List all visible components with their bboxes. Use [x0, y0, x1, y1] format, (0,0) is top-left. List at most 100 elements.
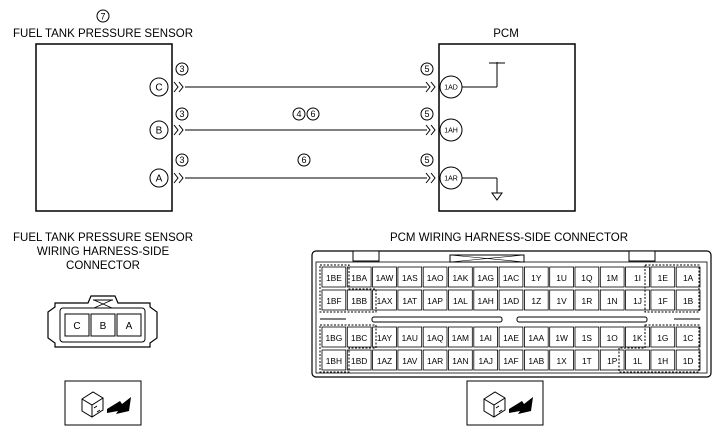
pcm-connector-cell — [599, 266, 625, 288]
pcm-connector-cell — [321, 266, 347, 288]
pcm-connector-cell-label: 1AJ — [478, 356, 492, 366]
pcm-connector-cell-label: 1AI — [479, 333, 492, 343]
pcm-connector-cell-label: 1AS — [402, 273, 418, 283]
pcm-connector-cell — [448, 326, 473, 348]
pcm-view-direction-icon — [466, 380, 544, 426]
pcm-connector-cell-label: 1AP — [427, 296, 443, 306]
pcm-connector-cell — [524, 349, 549, 371]
pcm-connector-cell — [397, 289, 423, 311]
pcm-connector-cell — [675, 349, 701, 371]
pcm-connector-cell — [321, 289, 347, 311]
pcm-connector-cell — [625, 326, 650, 348]
pcm-connector-cell — [473, 326, 498, 348]
pcm-connector-cell — [650, 349, 676, 371]
sensor-pin-c: C — [155, 83, 162, 94]
wire-ref-pcm-1ar: 5 — [424, 155, 429, 165]
pcm-connector-cell — [372, 289, 397, 311]
pcm-connector-cell — [574, 266, 600, 288]
pcm-connector-cell-label: 1BF — [326, 296, 341, 306]
pcm-connector-cell-label: 1L — [633, 356, 643, 366]
pcm-connector-cell — [422, 349, 448, 371]
wire-ref-sensor-a: 3 — [179, 155, 184, 165]
pcm-connector-cell-label: 1AD — [503, 296, 519, 306]
pcm-connector-cell — [498, 289, 524, 311]
pcm-connector-cell-label: 1N — [607, 296, 618, 306]
pcm-connector-cell — [524, 289, 549, 311]
sensor-title: FUEL TANK PRESSURE SENSOR — [13, 28, 193, 40]
pcm-connector-cell — [549, 349, 574, 371]
pcm-connector-cell — [473, 349, 498, 371]
pcm-connector-cell-label: 1V — [556, 296, 567, 306]
pcm-connector-cell-label: 1AK — [452, 273, 468, 283]
wire-label-4: 4 — [296, 109, 301, 119]
pcm-connector-cell — [599, 289, 625, 311]
pcm-connector-cell-label: 1AB — [528, 356, 544, 366]
pcm-connector-cell-label: 1W — [555, 333, 568, 343]
pcm-connector-cell-label: 1P — [607, 356, 618, 366]
pcm-connector-cell — [448, 349, 473, 371]
wire-c-1ad: C 3 1AD 5 — [149, 62, 505, 99]
sensor-box — [35, 43, 173, 212]
pcm-connector-cell — [675, 289, 701, 311]
sensor-connector-cell-c: C — [73, 321, 80, 332]
pcm-connector-cell — [422, 266, 448, 288]
pcm-connector-cell — [448, 289, 473, 311]
pcm-connector-cell-label: 1Y — [531, 273, 542, 283]
wire-a-1ar: A 3 6 1AR 5 — [149, 153, 503, 201]
wire-ref-sensor-c: 3 — [179, 64, 184, 74]
pcm-connector-cell — [372, 266, 397, 288]
pcm-connector-cell-label: 1BE — [326, 273, 342, 283]
sensor-connector: C B A — [47, 295, 158, 348]
pcm-connector-cell — [549, 289, 574, 311]
sensor-pin-b: B — [156, 126, 163, 137]
pcm-connector-cell — [422, 326, 448, 348]
pcm-connector-cell-label: 1I — [634, 273, 641, 283]
pcm-connector-cell-label: 1AQ — [427, 333, 444, 343]
pcm-connector-cell-label: 1G — [657, 333, 668, 343]
pcm-connector-cell-label: 1AE — [503, 333, 519, 343]
pcm-connector-cell-label: 1BD — [351, 356, 367, 366]
pcm-connector-cell — [321, 326, 347, 348]
pcm-connector-cell-label: 1C — [683, 333, 694, 343]
pcm-pin-1ah: 1AH — [444, 128, 458, 135]
pcm-connector-cell — [397, 266, 423, 288]
pcm-connector-cell-label: 1AF — [503, 356, 518, 366]
pcm-connector-cell — [346, 349, 372, 371]
sensor-connector-title-1: FUEL TANK PRESSURE SENSOR — [13, 232, 193, 244]
pcm-connector-cell-label: 1BA — [351, 273, 367, 283]
pcm-connector-cell-label: 1U — [556, 273, 567, 283]
pcm-connector-cell-label: 1T — [582, 356, 592, 366]
pcm-connector-cell — [397, 326, 423, 348]
sensor-connector-title-3: CONNECTOR — [66, 260, 140, 272]
pcm-connector-cell — [321, 349, 347, 371]
pcm-connector-cell — [473, 289, 498, 311]
pcm-connector-cell-label: 1AO — [427, 273, 444, 283]
pcm-connector-cell — [574, 326, 600, 348]
pcm-connector-cell-label: 1AA — [528, 333, 544, 343]
pcm-connector-cell — [422, 289, 448, 311]
wire-ref-pcm-1ah: 5 — [424, 109, 429, 119]
pcm-connector-cell-label: 1AM — [452, 333, 469, 343]
ground-icon — [491, 192, 503, 201]
pcm-connector-cell-label: 1J — [633, 296, 642, 306]
pcm-connector-cell-label: 1AR — [427, 356, 443, 366]
sensor-pin-a: A — [156, 174, 163, 185]
pcm-connector-cell — [574, 289, 600, 311]
pcm-connector-cell — [650, 289, 676, 311]
pcm-connector-cell-label: 1B — [683, 296, 694, 306]
pcm-connector-cell — [498, 326, 524, 348]
wire-b-1ah: B 3 4 6 1AH 5 — [149, 107, 463, 142]
pcm-connector-cell-label: 1F — [658, 296, 668, 306]
pcm-connector-cell-label: 1K — [632, 333, 643, 343]
pcm-connector-cell — [372, 349, 397, 371]
pcm-connector-cell-label: 1D — [683, 356, 694, 366]
pcm-connector-cell-label: 1AN — [452, 356, 468, 366]
pcm-connector-cell — [346, 326, 372, 348]
pcm-connector-cell-label: 1BG — [326, 333, 343, 343]
pcm-connector-cell-label: 1AU — [402, 333, 418, 343]
pcm-connector-cell-label: 1AT — [402, 296, 417, 306]
pcm-connector-cell-label: 1AH — [478, 296, 494, 306]
pcm-connector-cell-label: 1X — [556, 356, 567, 366]
